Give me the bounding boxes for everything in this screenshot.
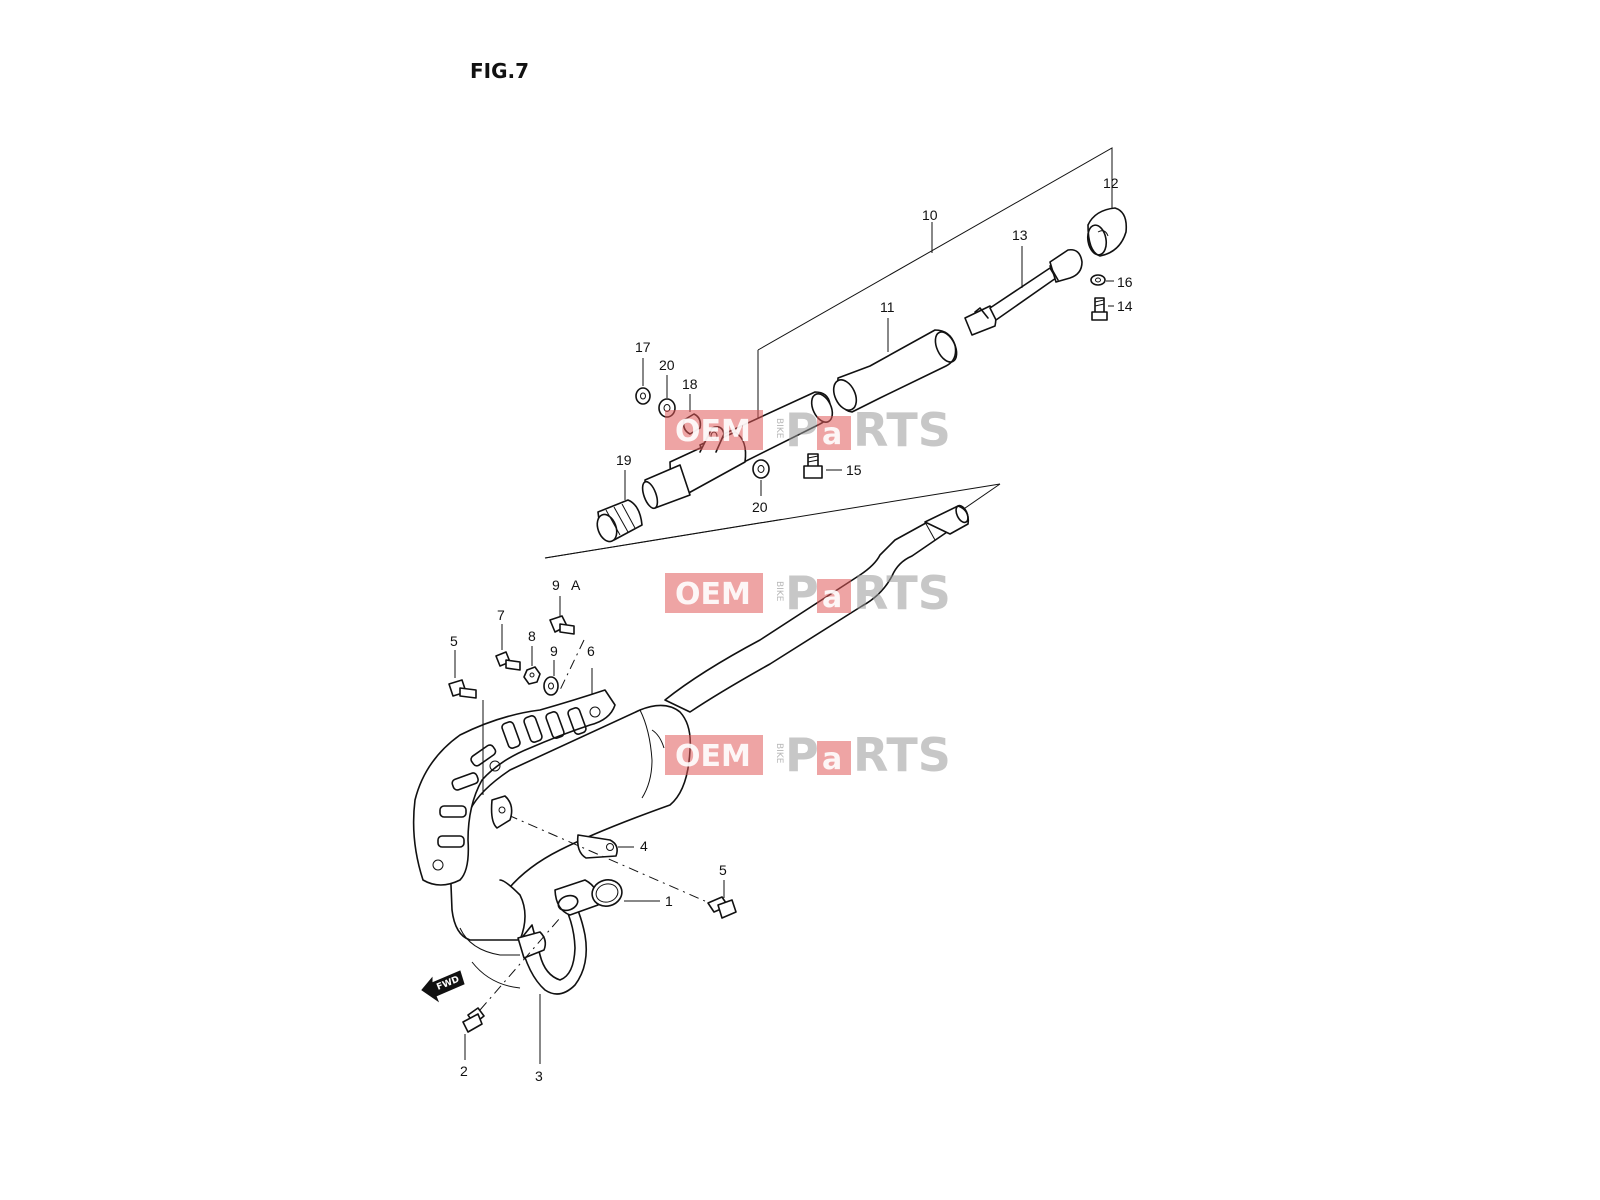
callout-20-bottom: 20 <box>752 499 768 515</box>
heat-shield-slots <box>437 707 587 848</box>
part-7-bolt <box>495 624 521 671</box>
callout-labels: 12 10 13 16 14 11 17 20 18 19 15 20 9 A … <box>450 175 1133 1084</box>
callout-2: 2 <box>460 1063 468 1079</box>
part-3-exhaust-header <box>459 879 600 1064</box>
svg-text:RTS: RTS <box>853 728 951 782</box>
watermark-3: OEM BIKE P a RTS <box>665 728 951 782</box>
part-15-bolt <box>803 453 842 479</box>
callout-9-lower: 9 <box>550 643 558 659</box>
part-1-gasket <box>591 879 660 907</box>
part-9a-bolt <box>549 596 585 691</box>
svg-text:a: a <box>822 742 842 777</box>
callout-13: 13 <box>1012 227 1028 243</box>
svg-text:BIKE: BIKE <box>774 581 784 602</box>
callout-16: 16 <box>1117 274 1133 290</box>
part-11-inner-pipe <box>832 318 958 413</box>
part-4-bracket <box>507 814 731 913</box>
callout-10: 10 <box>922 207 938 223</box>
callout-19: 19 <box>616 452 632 468</box>
svg-text:a: a <box>822 580 842 615</box>
callout-11: 11 <box>880 299 895 315</box>
svg-text:P: P <box>785 566 819 620</box>
svg-text:OEM: OEM <box>675 414 751 449</box>
callout-15: 15 <box>846 462 862 478</box>
part-9-washer <box>543 660 559 696</box>
svg-text:OEM: OEM <box>675 739 751 774</box>
callout-3: 3 <box>535 1068 543 1084</box>
callout-20-top: 20 <box>659 357 675 373</box>
figure-title: FIG.7 <box>470 59 529 83</box>
svg-text:OEM: OEM <box>675 577 751 612</box>
callout-12: 12 <box>1103 175 1119 191</box>
watermark-2: OEM BIKE P a RTS <box>665 566 951 620</box>
part-12-end-cap <box>1086 207 1128 257</box>
part-6-heat-shield <box>412 668 616 886</box>
callout-8: 8 <box>528 628 536 644</box>
leader-10-12 <box>757 147 1113 351</box>
muffler-mount-lug <box>490 795 513 829</box>
callout-14: 14 <box>1117 298 1133 314</box>
part-5-bolt-upper <box>448 650 484 795</box>
svg-text:P: P <box>785 728 819 782</box>
part-19-end-cap <box>596 470 643 543</box>
callout-5-upper: 5 <box>450 633 458 649</box>
callout-9-upper: 9 <box>552 577 560 593</box>
svg-text:P: P <box>785 403 819 457</box>
svg-text:RTS: RTS <box>853 403 951 457</box>
svg-text:RTS: RTS <box>853 566 951 620</box>
callout-6: 6 <box>587 643 595 659</box>
part-14-bolt <box>1091 297 1114 321</box>
part-2-bolt <box>462 917 561 1060</box>
svg-text:BIKE: BIKE <box>774 743 784 764</box>
callout-18: 18 <box>682 376 698 392</box>
callout-A: A <box>571 577 581 593</box>
svg-text:BIKE: BIKE <box>774 418 784 439</box>
part-17-washer <box>635 358 651 405</box>
part-13-spark-arrester <box>964 246 1083 336</box>
part-16-washer <box>1090 274 1114 286</box>
callout-1: 1 <box>665 893 673 909</box>
fwd-arrow-icon: FWD <box>421 970 465 1003</box>
svg-text:a: a <box>822 417 842 452</box>
part-5-bolt-lower <box>707 880 737 919</box>
part-8-nut <box>523 646 541 685</box>
watermark-1: OEM BIKE P a RTS <box>665 403 951 457</box>
callout-17: 17 <box>635 339 651 355</box>
callout-7: 7 <box>497 607 505 623</box>
part-20-grommet-bottom <box>752 459 770 496</box>
callout-5-lower: 5 <box>719 862 727 878</box>
callout-4: 4 <box>640 838 648 854</box>
